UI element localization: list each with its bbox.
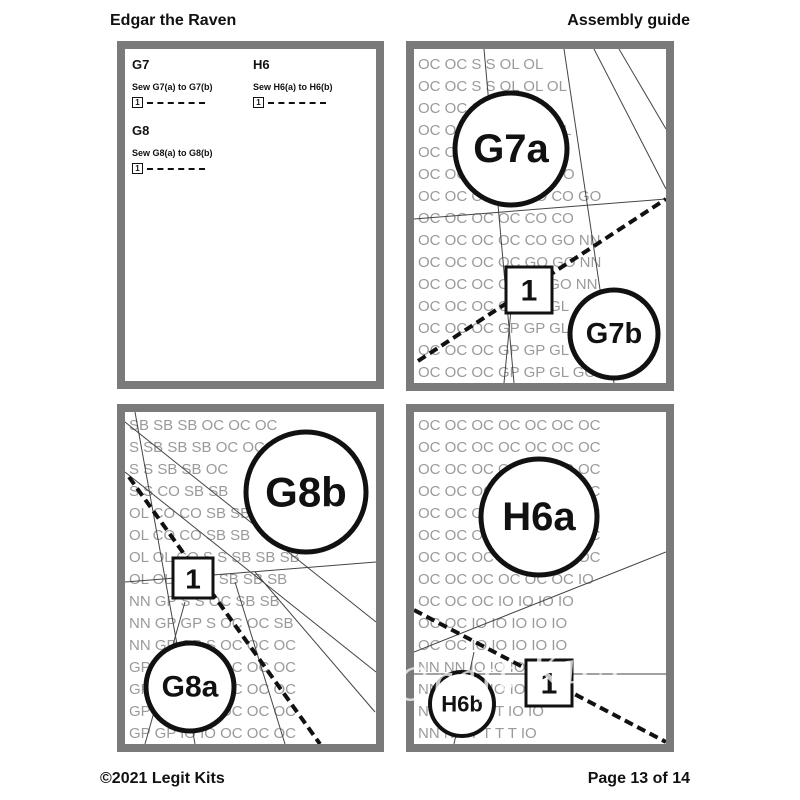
step-number-box: 1 xyxy=(171,556,215,600)
page-number: Page 13 of 14 xyxy=(587,770,690,787)
svg-text:S S SB SB OC: S S SB SB OC xyxy=(129,461,228,478)
diagram-h6: OC OC OC OC OC OC OC OC OC OC OC OC OC O… xyxy=(406,404,674,752)
svg-text:OC OC OC OC CO CO: OC OC OC OC CO CO xyxy=(418,210,574,227)
svg-text:S S CO SB SB: S S CO SB SB xyxy=(129,483,228,500)
piece-badge-g8a: G8a xyxy=(143,640,237,734)
section-title: Assembly guide xyxy=(567,12,690,29)
instruction-code: G7 xyxy=(132,57,150,72)
diagram-g7: OC OC S S OL OL OC OC S S OL OL OL OC OC… xyxy=(406,41,674,391)
svg-text:OC OC IO IO IO IO IO: OC OC IO IO IO IO IO xyxy=(418,615,567,632)
piece-label: G7a xyxy=(473,127,549,171)
svg-text:OC OC OC OC OC OC IO: OC OC OC OC OC OC IO xyxy=(418,571,594,588)
instruction-text: Sew G7(a) to G7(b) xyxy=(132,82,213,92)
step-number-box: 1 xyxy=(132,97,143,108)
instruction-text: Sew G8(a) to G8(b) xyxy=(132,148,213,158)
piece-label: G7b xyxy=(586,318,642,350)
diagram-g8: SB SB SB OC OC OC S SB SB SB OC OC S S S… xyxy=(117,404,384,752)
instruction-g7: G7 Sew G7(a) to G7(b) 1 xyxy=(132,57,213,108)
instruction-g8: G8 Sew G8(a) to G8(b) 1 xyxy=(132,123,213,174)
svg-text:OC OC OC GP GP GL GO NN: OC OC OC GP GP GL GO NN xyxy=(418,364,622,381)
piece-badge-h6b: H6b xyxy=(428,670,496,738)
svg-text:OL CO CO SB SB: OL CO CO SB SB xyxy=(129,527,250,544)
step-number-box: 1 xyxy=(524,658,574,708)
step-number: 1 xyxy=(521,275,538,308)
piece-label: H6b xyxy=(441,692,483,717)
document-title: Edgar the Raven xyxy=(110,12,237,29)
instruction-h6: H6 Sew H6(a) to H6(b) 1 xyxy=(253,57,333,108)
svg-text:OC OC OC OC OC OC OC: OC OC OC OC OC OC OC xyxy=(418,417,601,434)
step-number: 1 xyxy=(541,668,558,701)
dashed-sew-line xyxy=(127,475,322,744)
step-number-box: 1 xyxy=(132,163,143,174)
step-number-box: 1 xyxy=(504,265,554,315)
svg-text:OC OC OC OC OC OC OC: OC OC OC OC OC OC OC xyxy=(418,439,601,456)
svg-text:OC OC OC IO IO IO IO: OC OC OC IO IO IO IO xyxy=(418,593,574,610)
step-number: 1 xyxy=(185,564,201,595)
piece-badge-g8b: G8b xyxy=(243,429,369,555)
svg-text:OC OC OC GP GP GL: OC OC OC GP GP GL xyxy=(418,320,569,337)
step-number-box: 1 xyxy=(253,97,264,108)
piece-badge-g7a: G7a xyxy=(452,90,570,208)
piece-label: G8b xyxy=(265,469,347,516)
dashed-sew-line xyxy=(147,167,205,170)
piece-label: H6a xyxy=(502,495,576,539)
svg-text:OC OC IO IO IO IO IO: OC OC IO IO IO IO IO xyxy=(418,637,567,654)
instruction-code: H6 xyxy=(253,57,270,72)
instruction-code: G8 xyxy=(132,123,150,138)
svg-text:OC OC S S OL OL OL: OC OC S S OL OL OL xyxy=(418,78,567,95)
piece-label: G8a xyxy=(162,671,219,704)
svg-text:OC OC OC OC GO GO NN: OC OC OC OC GO GO NN xyxy=(418,254,601,271)
copyright-text: ©2021 Legit Kits xyxy=(100,770,225,787)
svg-text:NN GP GP S OC OC SB: NN GP GP S OC OC SB xyxy=(129,615,294,632)
dashed-sew-line xyxy=(268,101,326,104)
instructions-panel: G7 Sew G7(a) to G7(b) 1 H6 Sew H6(a) to … xyxy=(117,41,384,389)
pattern-diagram: OC OC S S OL OL OC OC S S OL OL OL OC OC… xyxy=(414,49,666,383)
pattern-diagram: OC OC OC OC OC OC OC OC OC OC OC OC OC O… xyxy=(414,417,666,744)
piece-badge-g7b: G7b xyxy=(567,287,661,381)
dashed-sew-line xyxy=(147,101,205,104)
pattern-diagram: SB SB SB OC OC OC S SB SB SB OC OC S S S… xyxy=(125,412,376,744)
svg-text:SB SB SB OC OC OC: SB SB SB OC OC OC xyxy=(129,417,278,434)
svg-text:OC OC OC OC CO GO NN: OC OC OC OC CO GO NN xyxy=(418,232,601,249)
piece-badge-h6a: H6a xyxy=(478,456,600,578)
instruction-text: Sew H6(a) to H6(b) xyxy=(253,82,333,92)
svg-text:OC OC S S OL OL: OC OC S S OL OL xyxy=(418,56,543,73)
